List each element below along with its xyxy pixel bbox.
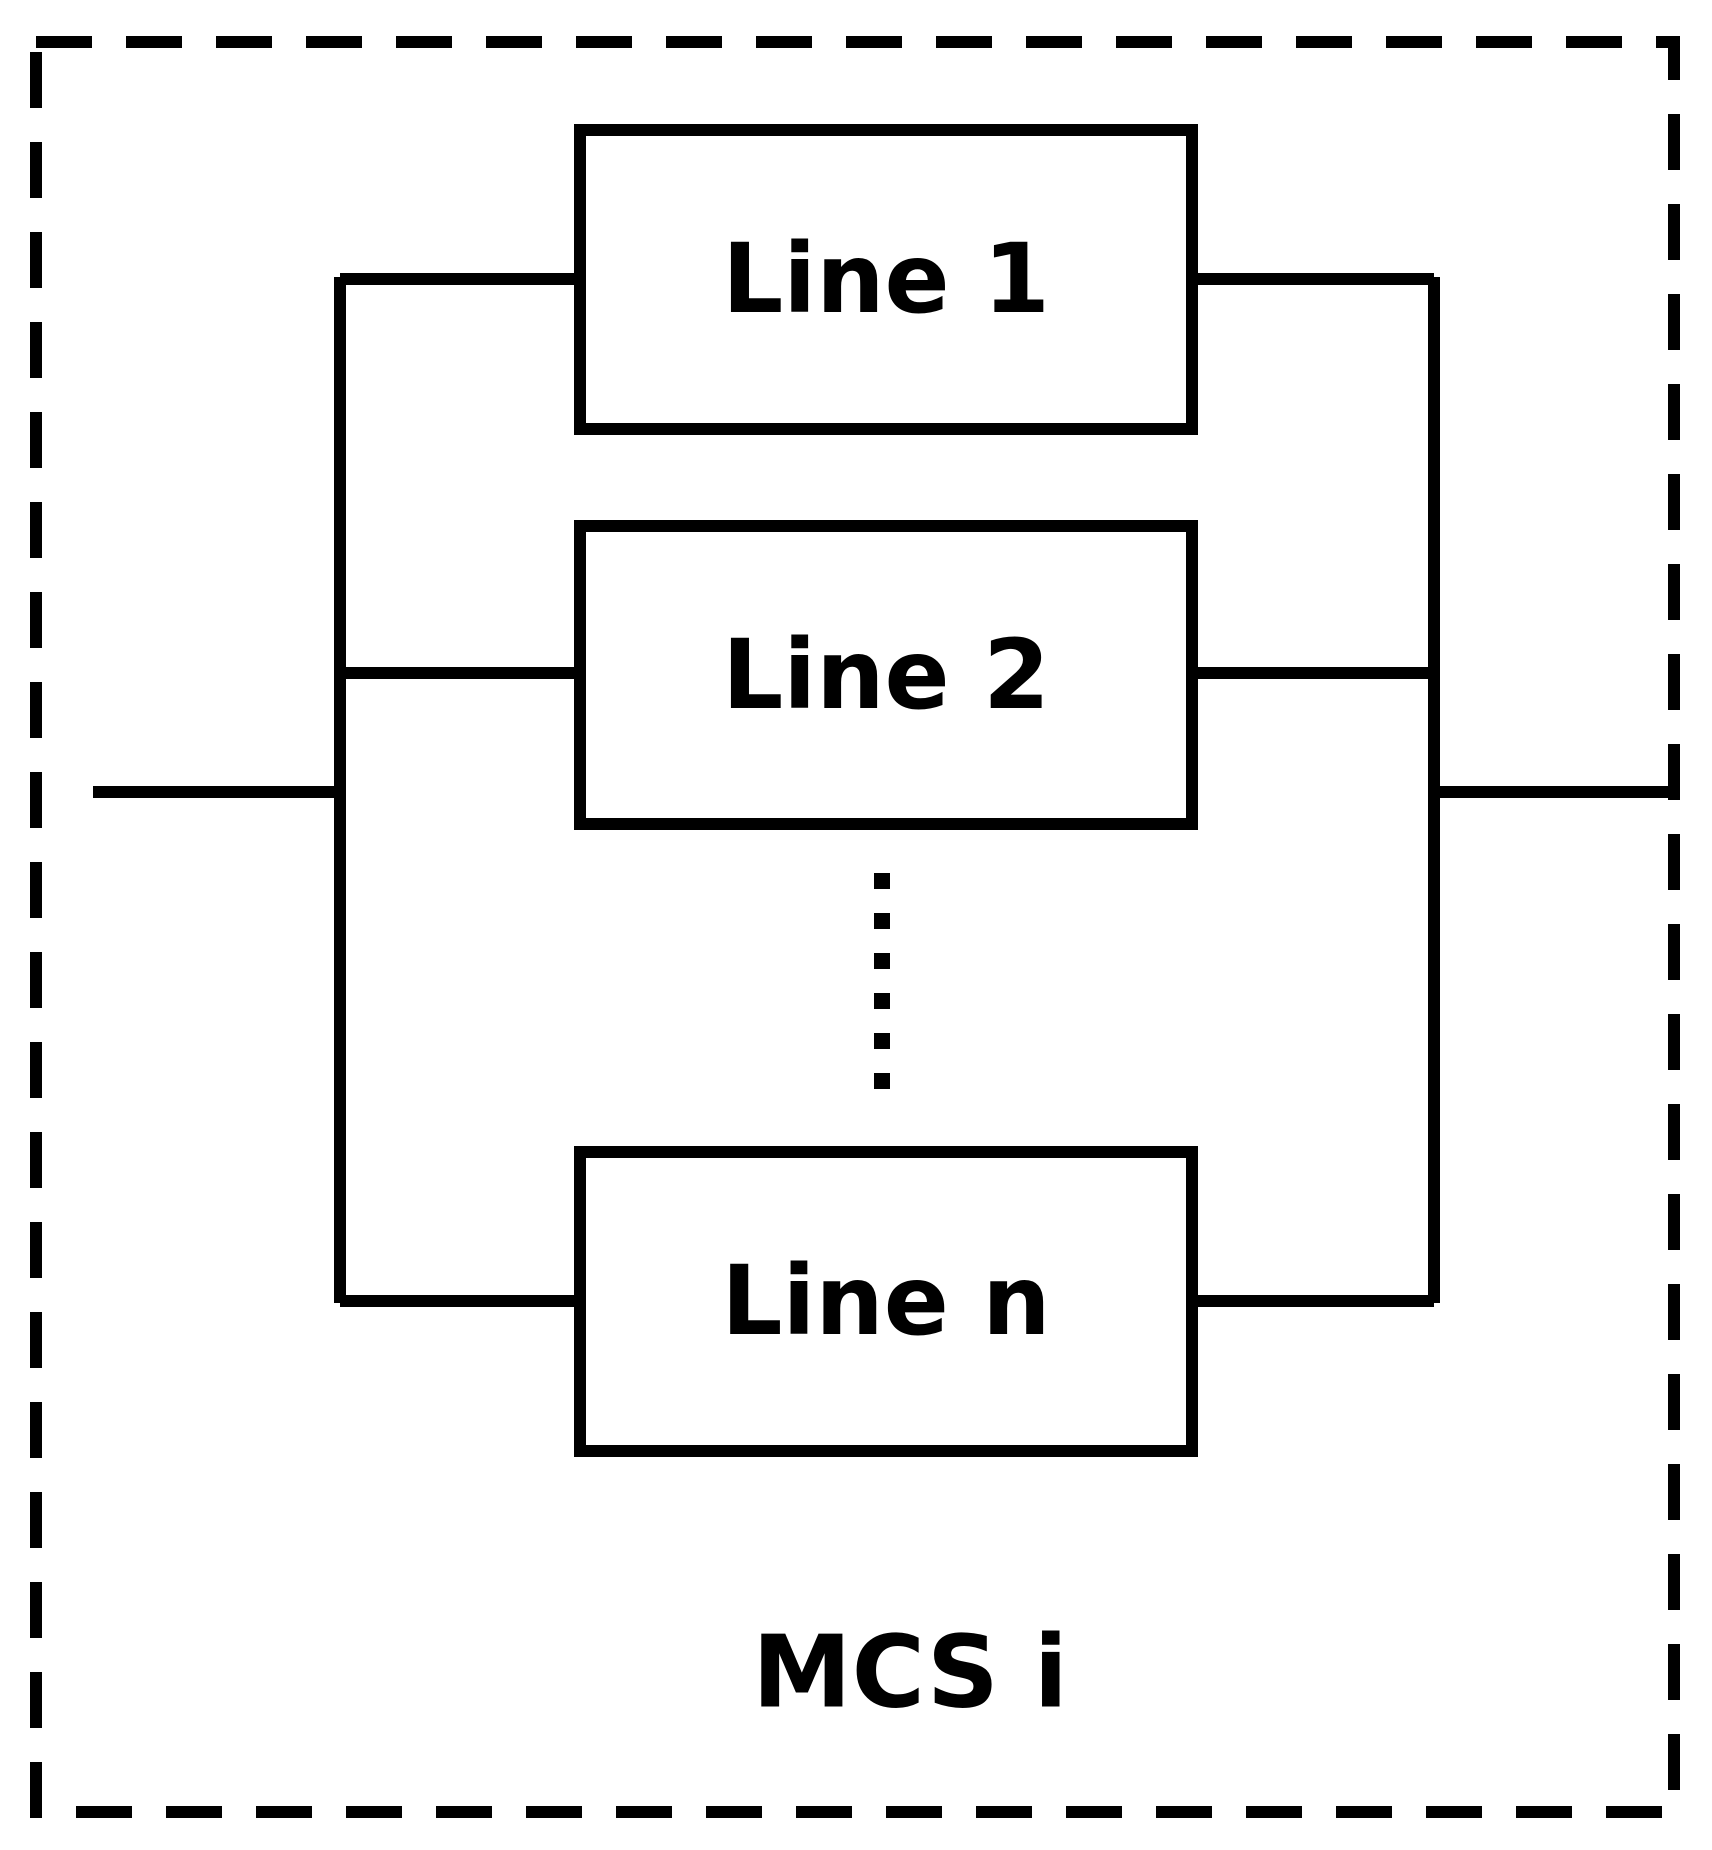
line-1-block: Line 1 — [574, 124, 1198, 435]
mcs-boundary — [30, 36, 1680, 1818]
ellipsis-dots — [874, 873, 890, 1089]
line-1-label: Line 1 — [722, 223, 1050, 335]
line-n-label: Line n — [721, 1245, 1050, 1357]
line-2-block: Line 2 — [574, 520, 1198, 830]
mcs-label: MCS i — [752, 1614, 1068, 1731]
line-n-block: Line n — [574, 1146, 1198, 1457]
line-2-label: Line 2 — [722, 619, 1050, 731]
